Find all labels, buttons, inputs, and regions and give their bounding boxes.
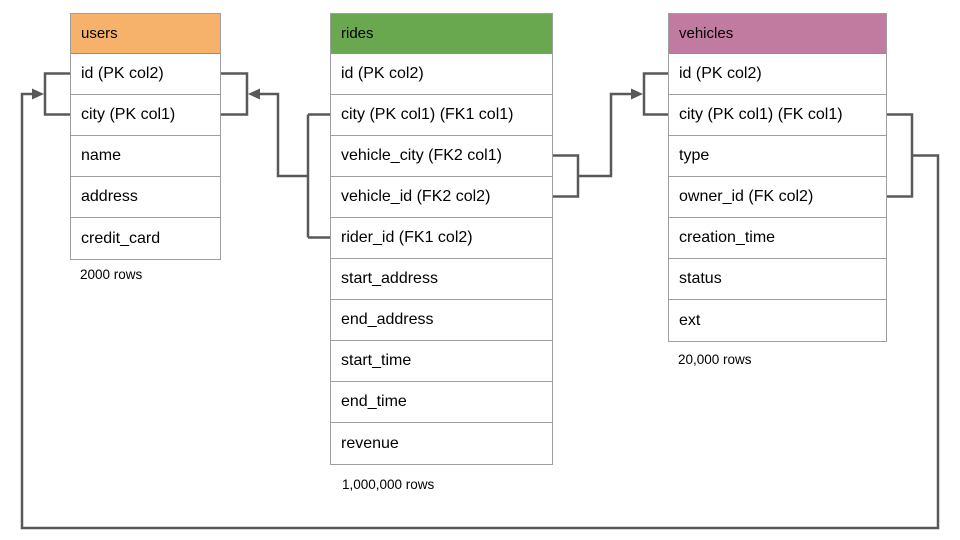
users-row-address: address: [71, 177, 220, 218]
arrowhead-into-users-right-icon: [248, 88, 260, 100]
connector-users-right-bracket: [221, 72, 249, 116]
connector-rides-fk2-to-vehicles: [578, 92, 634, 178]
table-vehicles: vehicles id (PK col2) city (PK col1) (FK…: [668, 13, 887, 342]
arrowhead-into-users-left-icon: [32, 88, 44, 100]
connector-rides-right-bracket: [553, 154, 580, 198]
users-row-credit-card: credit_card: [71, 218, 220, 259]
connector-arrowheads: [32, 88, 643, 100]
users-row-name: name: [71, 136, 220, 177]
rides-row-vehicle-id: vehicle_id (FK2 col2): [331, 177, 552, 218]
vehicles-row-owner-id: owner_id (FK col2): [669, 177, 886, 218]
rides-row-start-time: start_time: [331, 341, 552, 382]
vehicles-row-count: 20,000 rows: [678, 352, 752, 367]
connector-users-left-bracket: [43, 72, 70, 116]
connector-rides-fk1-to-users: [257, 92, 330, 239]
users-row-count: 2000 rows: [80, 267, 143, 282]
rides-row-end-address: end_address: [331, 300, 552, 341]
vehicles-row-type: type: [669, 136, 886, 177]
vehicles-row-id: id (PK col2): [669, 54, 886, 95]
rides-row-vehicle-city: vehicle_city (FK2 col1): [331, 136, 552, 177]
vehicles-row-creation-time: creation_time: [669, 218, 886, 259]
table-users-title: users: [71, 14, 220, 54]
rides-row-count: 1,000,000 rows: [342, 477, 435, 492]
table-vehicles-title: vehicles: [669, 14, 886, 54]
connector-vehicles-left-bracket: [642, 72, 668, 116]
table-rides: rides id (PK col2) city (PK col1) (FK1 c…: [330, 13, 553, 465]
table-rides-title: rides: [331, 14, 552, 54]
table-users: users id (PK col2) city (PK col1) name a…: [70, 13, 221, 260]
vehicles-row-status: status: [669, 259, 886, 300]
connector-vehicles-right-bracket: [887, 113, 914, 198]
vehicles-row-ext: ext: [669, 300, 886, 341]
vehicles-row-city: city (PK col1) (FK col1): [669, 95, 886, 136]
rides-row-revenue: revenue: [331, 423, 552, 464]
rides-row-start-address: start_address: [331, 259, 552, 300]
connector-lines: [20, 72, 940, 530]
rides-row-end-time: end_time: [331, 382, 552, 423]
rides-row-id: id (PK col2): [331, 54, 552, 95]
rides-row-city: city (PK col1) (FK1 col1): [331, 95, 552, 136]
users-row-id: id (PK col2): [71, 54, 220, 95]
rides-row-rider-id: rider_id (FK1 col2): [331, 218, 552, 259]
users-row-city: city (PK col1): [71, 95, 220, 136]
arrowhead-into-vehicles-left-icon: [631, 88, 643, 100]
connector-vehicles-fk-to-users: [20, 92, 940, 530]
